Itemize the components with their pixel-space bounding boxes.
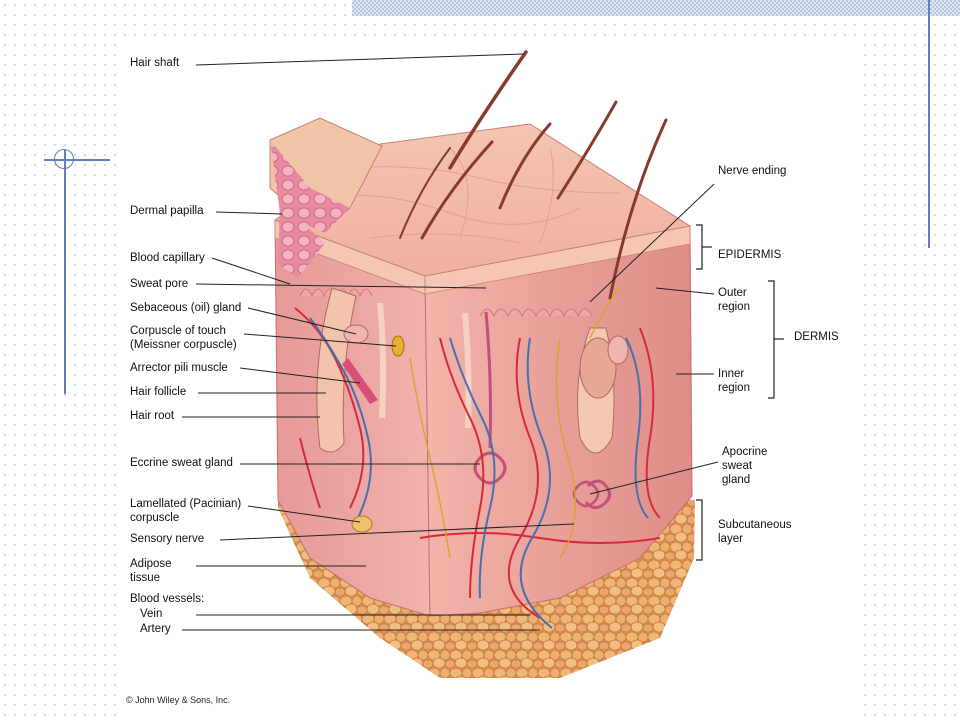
papillae-row xyxy=(299,288,593,317)
label-hair-shaft: Hair shaft xyxy=(130,57,180,69)
label-dermis: DERMIS xyxy=(794,331,839,343)
surface-texture xyxy=(319,147,621,244)
label-nerve-ending: Nerve ending xyxy=(718,165,787,177)
left-decorative-crossbar xyxy=(44,159,110,161)
dermal-papillae-ridge xyxy=(278,203,325,278)
label-sweat-pore: Sweat pore xyxy=(130,278,189,290)
label-corpuscle-of-touch: Corpuscle of touch xyxy=(130,325,226,337)
label-eccrine-sweat-gland: Eccrine sweat gland xyxy=(130,457,233,469)
label-lamellated-corpuscle: Lamellated (Pacinian) xyxy=(130,498,242,510)
label-vein: Vein xyxy=(140,608,163,620)
layer-brackets xyxy=(696,224,784,561)
top-decorative-band xyxy=(352,0,960,16)
label-adipose-tissue-2: tissue xyxy=(130,572,161,584)
arrector-pili-muscle xyxy=(342,358,378,404)
arteries xyxy=(294,307,661,619)
label-hair-root: Hair root xyxy=(130,410,175,422)
label-arrector-pili: Arrector pili muscle xyxy=(130,362,228,374)
label-sensory-nerve: Sensory nerve xyxy=(130,533,205,545)
skin-illustration xyxy=(182,50,784,678)
label-inner-region: Inner xyxy=(718,368,745,380)
label-lamellated-corpuscle-2: corpuscle xyxy=(130,512,180,524)
label-sebaceous-gland: Sebaceous (oil) gland xyxy=(130,302,242,314)
nerves xyxy=(409,287,621,559)
label-blood-capillary: Blood capillary xyxy=(130,252,205,264)
leader-lines xyxy=(182,53,719,631)
hair-shafts xyxy=(399,50,668,300)
label-outer-region-2: region xyxy=(718,301,750,313)
skin-diagram: Hair shaft Dermal papilla Blood capillar… xyxy=(120,38,862,716)
right-decorative-line xyxy=(928,0,930,248)
label-dermal-papilla: Dermal papilla xyxy=(130,205,204,217)
label-hair-follicle: Hair follicle xyxy=(130,386,187,398)
label-meissner-corpuscle: (Meissner corpuscle) xyxy=(130,339,237,351)
label-apocrine-sweat-gland-3: gland xyxy=(722,474,751,486)
label-adipose-tissue: Adipose xyxy=(130,558,172,570)
label-outer-region: Outer xyxy=(718,287,747,299)
copyright-notice: © John Wiley & Sons, Inc. xyxy=(126,695,231,705)
label-blood-vessels: Blood vessels: xyxy=(130,593,205,605)
label-subcutaneous-layer-2: layer xyxy=(718,533,743,545)
label-apocrine-sweat-gland-2: sweat xyxy=(722,460,753,472)
veins xyxy=(309,317,649,629)
label-apocrine-sweat-gland: Apocrine xyxy=(722,446,768,458)
label-subcutaneous-layer: Subcutaneous xyxy=(718,519,792,531)
label-artery: Artery xyxy=(140,623,171,635)
left-decorative-circle xyxy=(54,149,74,169)
pacinian-corpuscle xyxy=(351,515,373,533)
label-epidermis: EPIDERMIS xyxy=(718,249,782,261)
flap-papillae xyxy=(270,140,350,233)
label-inner-region-2: region xyxy=(718,382,750,394)
left-decorative-line xyxy=(64,150,66,394)
